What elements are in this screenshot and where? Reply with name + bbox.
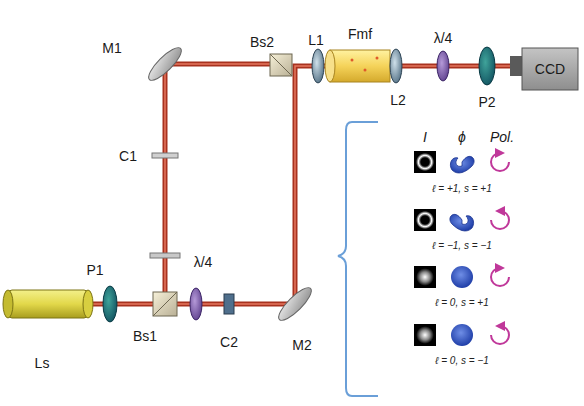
part-label: P2: [478, 95, 495, 109]
laser-source: [3, 290, 93, 318]
lens-l1: [312, 49, 324, 83]
part-label: CCD: [535, 62, 565, 76]
part-label: Fmf: [348, 27, 372, 41]
part-label: P1: [86, 263, 103, 277]
part-label: λ/4: [434, 31, 453, 45]
bracket: [338, 122, 378, 396]
mode-label: ℓ = 0, s = +1: [435, 298, 489, 308]
part-label: λ/4: [194, 255, 213, 269]
mode-label: ℓ = −1, s = −1: [432, 241, 491, 251]
part-label: Ls: [35, 356, 50, 370]
mode-icons: [414, 151, 509, 346]
quarter-wave-plate: [437, 51, 449, 81]
column-header: Pol.: [490, 130, 514, 144]
part-label: L1: [308, 33, 324, 47]
plate: [150, 253, 180, 258]
column-header: ϕ: [458, 130, 466, 144]
mode-label: ℓ = 0, s = −1: [435, 356, 489, 366]
few-mode-fiber: [325, 50, 390, 82]
beam-splitter-bs2: [270, 54, 292, 76]
quarter-wave-plate: [190, 288, 202, 320]
part-label: M2: [292, 338, 311, 352]
part-label: L2: [390, 93, 406, 107]
laser-beam: [90, 64, 520, 304]
lens-l2: [390, 49, 402, 83]
part-label: C2: [220, 335, 238, 349]
polarizer-p1: [103, 286, 117, 322]
beam-splitter-bs1: [153, 292, 177, 316]
column-header: I: [423, 130, 427, 144]
element-c1: [152, 153, 178, 158]
ccd-camera: [510, 48, 578, 90]
mode-label: ℓ = +1, s = +1: [432, 184, 491, 194]
mirror-m1: [144, 43, 185, 84]
polarizer-p2: [479, 47, 495, 85]
part-label: Bs1: [133, 329, 157, 343]
element-c2: [224, 294, 234, 314]
part-label: Bs2: [250, 35, 274, 49]
mirror-m2: [274, 283, 315, 324]
part-label: M1: [102, 41, 121, 55]
part-label: C1: [119, 149, 137, 163]
